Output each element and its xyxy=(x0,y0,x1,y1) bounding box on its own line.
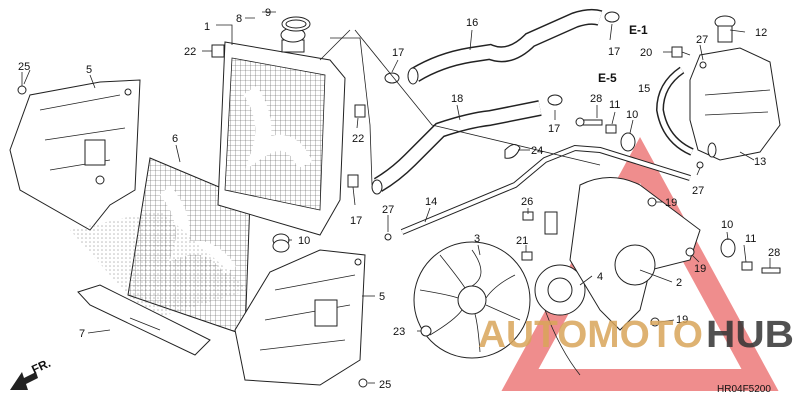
callout-26: 26 xyxy=(521,196,533,208)
shroud-left xyxy=(9,79,141,231)
callout-23: 23 xyxy=(393,326,405,338)
grommet-22-b xyxy=(354,104,366,118)
callout-14: 14 xyxy=(425,196,437,208)
callout-27-b: 27 xyxy=(692,185,704,197)
callout-7: 7 xyxy=(79,328,85,340)
callout-3: 3 xyxy=(474,233,480,245)
callout-10-a: 10 xyxy=(626,109,638,121)
callout-5-right: 5 xyxy=(379,291,385,303)
bolt-25-bottom xyxy=(358,378,368,388)
floor-shadow xyxy=(70,210,250,320)
shroud-right xyxy=(234,249,366,386)
clamp-17-b xyxy=(604,11,620,23)
plate-7 xyxy=(77,284,211,356)
callout-16: 16 xyxy=(466,17,478,29)
callout-5-left: 5 xyxy=(86,64,92,76)
callout-20: 20 xyxy=(640,47,652,59)
fan-shroud xyxy=(569,177,701,331)
cap-9 xyxy=(285,19,307,29)
clip-27-c xyxy=(696,161,704,169)
callout-e5: E-5 xyxy=(598,71,617,85)
hose-18 xyxy=(371,100,542,195)
mount-set-top xyxy=(575,117,636,152)
hose-16 xyxy=(407,8,603,85)
bolt-25-top xyxy=(17,72,27,95)
callout-25-top: 25 xyxy=(18,61,30,73)
watermark-text-right: HUB xyxy=(706,314,794,356)
callout-28-b: 28 xyxy=(768,247,780,259)
callout-11-a: 11 xyxy=(609,99,620,111)
callout-18: 18 xyxy=(451,93,463,105)
callout-27-c: 27 xyxy=(382,204,394,216)
bolt-19-b xyxy=(685,247,695,257)
bolt-19-c xyxy=(650,317,660,327)
callout-12: 12 xyxy=(755,27,767,39)
watermark-text-left: AUTOMOTO xyxy=(478,314,703,356)
callout-15: 15 xyxy=(638,83,650,95)
callout-19-c: 19 xyxy=(676,314,688,326)
callout-17-a: 17 xyxy=(392,47,404,59)
clip-24 xyxy=(504,144,521,159)
callout-6: 6 xyxy=(172,133,178,145)
fan xyxy=(413,241,531,359)
callout-22-b: 22 xyxy=(352,133,364,145)
callout-17-b: 17 xyxy=(608,46,620,58)
callout-2: 2 xyxy=(676,277,682,289)
callout-10-b: 10 xyxy=(298,235,310,247)
callout-25-bottom: 25 xyxy=(379,379,391,391)
callout-27-a: 27 xyxy=(696,34,708,46)
clip-27-b xyxy=(699,61,707,69)
callout-numbers: 1 8 9 16 E-1 12 25 5 22 17 17 20 27 E-5 … xyxy=(18,7,780,391)
bolt-19-a xyxy=(647,197,657,207)
radiator xyxy=(217,16,346,236)
callout-17-d: 17 xyxy=(350,215,362,227)
clip-27-a xyxy=(384,233,392,241)
bolt-20 xyxy=(671,46,691,58)
fan-motor xyxy=(534,264,586,376)
bolt-21 xyxy=(521,251,533,261)
diagram-code: HR04F5200 xyxy=(717,384,771,395)
callout-13: 13 xyxy=(754,156,766,168)
connector xyxy=(544,211,558,235)
callout-e1: E-1 xyxy=(629,23,648,37)
callout-4: 4 xyxy=(597,271,603,283)
clamp-17-d xyxy=(547,94,563,106)
callout-19-b: 19 xyxy=(694,263,706,275)
front-label: FR. xyxy=(29,356,52,377)
callout-1: 1 xyxy=(204,21,210,33)
grommet-22-a xyxy=(211,44,225,58)
callout-21: 21 xyxy=(516,235,528,247)
callout-9: 9 xyxy=(265,7,271,19)
mount-set-bottom xyxy=(720,238,781,274)
nut-23 xyxy=(420,325,432,337)
callout-22-a: 22 xyxy=(184,46,196,58)
callout-24: 24 xyxy=(531,145,543,157)
clamp-17-c xyxy=(347,174,359,188)
callout-11-b: 11 xyxy=(745,233,756,245)
callout-28-a: 28 xyxy=(590,93,602,105)
front-arrow-icon xyxy=(10,372,38,390)
callout-19-a: 19 xyxy=(665,197,677,209)
reserve-tank xyxy=(689,15,781,161)
grommet-10-a xyxy=(272,233,290,253)
callout-17-c: 17 xyxy=(548,123,560,135)
leader-lines xyxy=(23,11,771,384)
watermark-logo: AUTOMOTO HUB xyxy=(478,314,794,356)
callout-10-c: 10 xyxy=(721,219,733,231)
callout-8: 8 xyxy=(236,13,242,25)
